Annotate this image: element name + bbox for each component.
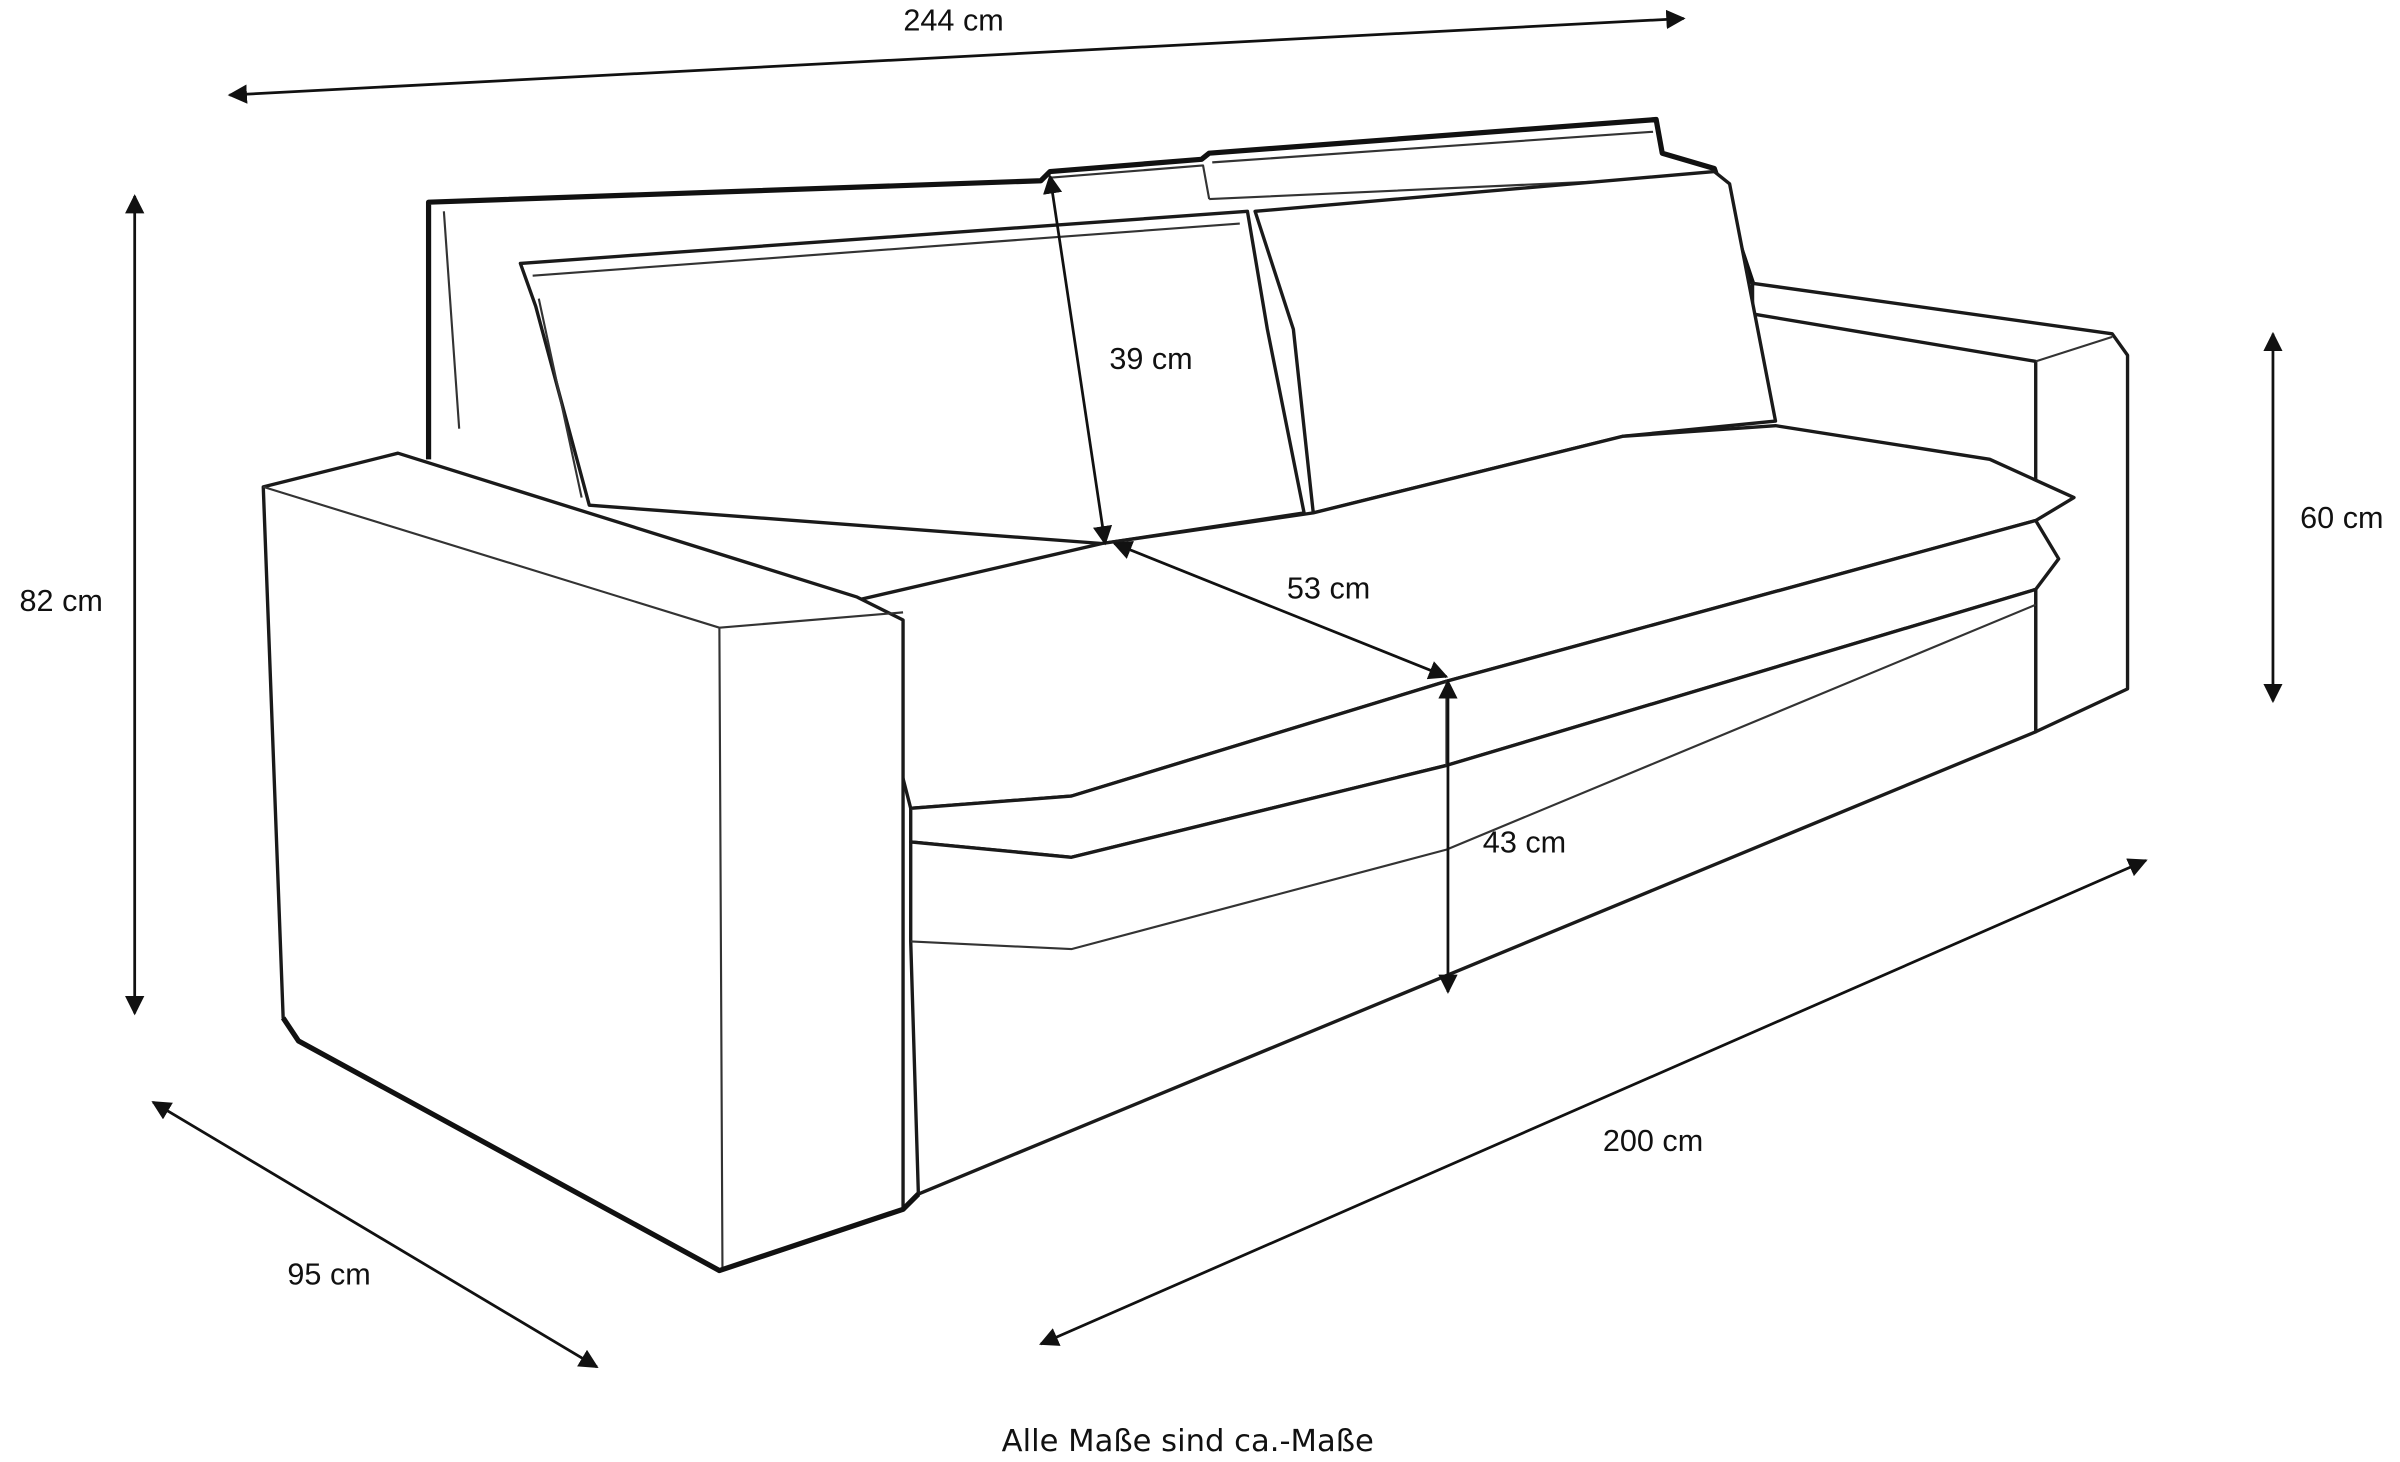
back-cushion-right bbox=[1253, 169, 1778, 515]
armrest-height-label: 60 cm bbox=[2300, 501, 2383, 535]
seat-depth-arrow bbox=[1112, 541, 1449, 680]
caption: Alle Maße sind ca.-Maße bbox=[1002, 1424, 1374, 1459]
seat-width-label: 200 cm bbox=[1603, 1124, 1703, 1158]
dimension-arrows bbox=[125, 9, 2283, 1369]
back-cushion-left bbox=[518, 209, 1306, 546]
sofa-drawing bbox=[261, 116, 2130, 1274]
seat-height-label: 43 cm bbox=[1483, 826, 1566, 860]
width-label: 244 cm bbox=[903, 4, 1003, 38]
seat-depth-label: 53 cm bbox=[1287, 572, 1370, 606]
height-label: 82 cm bbox=[20, 584, 103, 618]
back-cushion-label: 39 cm bbox=[1109, 342, 1192, 376]
depth-label: 95 cm bbox=[287, 1257, 370, 1291]
back-cushion-arrow bbox=[1043, 174, 1113, 546]
back-rest bbox=[425, 116, 1756, 460]
seat-width-arrow bbox=[1039, 858, 2148, 1346]
dimension-labels: 244 cm 82 cm 39 cm 53 cm 43 cm 60 cm 200… bbox=[20, 4, 2384, 1459]
width-arrow bbox=[227, 9, 1686, 104]
depth-arrow bbox=[151, 1100, 599, 1369]
left-armrest bbox=[261, 451, 905, 1273]
